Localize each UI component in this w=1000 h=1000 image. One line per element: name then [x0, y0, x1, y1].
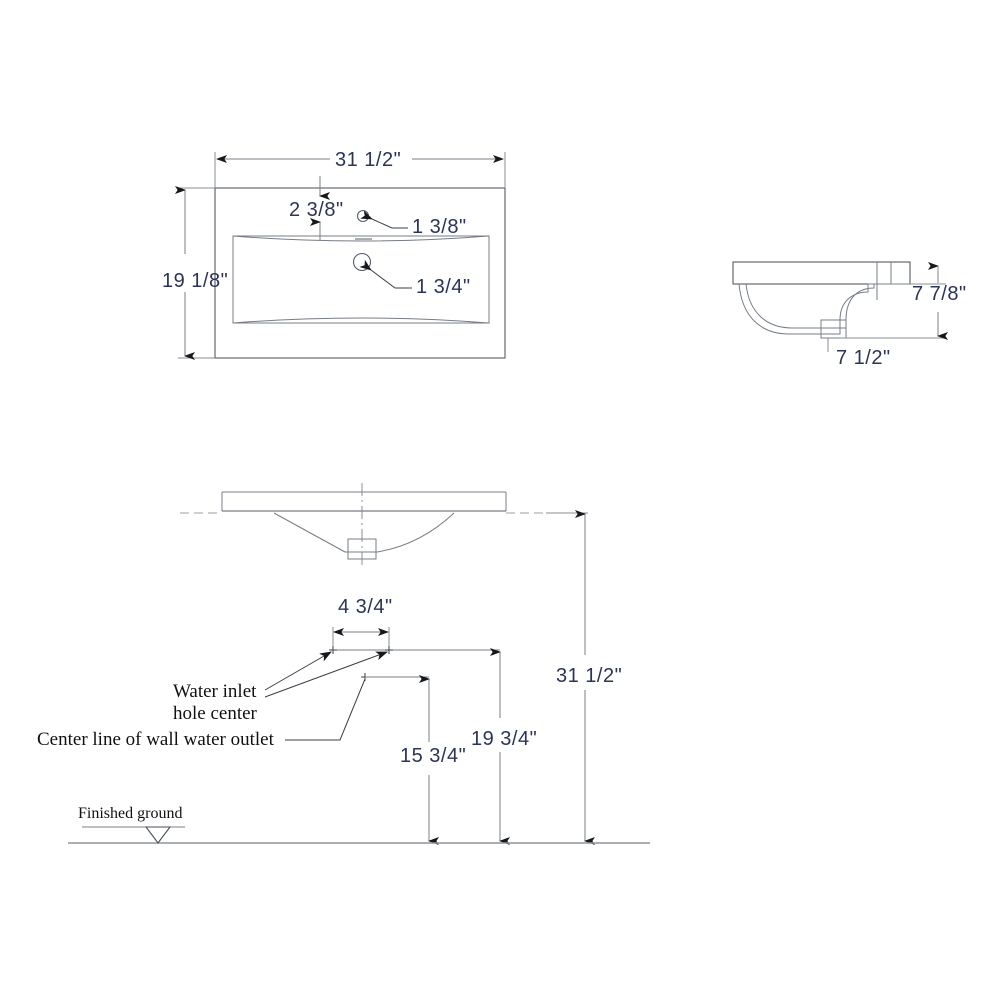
elevation-inlet-height-value: 19 3/4" [471, 728, 537, 750]
side-drain-box [820, 319, 847, 339]
plan-large-hole-value: 1 3/4" [416, 276, 471, 298]
finished-ground-label: Finished ground [78, 805, 182, 822]
plan-view: 31 1/2" 19 1/8" 2 3/8" 1 3/8" 1 3/4" [162, 149, 506, 360]
elevation-wall-outlet-label: Center line of wall water outlet [37, 729, 275, 750]
plan-outer-rectangle [214, 187, 506, 359]
side-bowl-outer-profile [738, 283, 869, 335]
elevation-inlet-cross-left [329, 646, 337, 654]
elevation-overall-height-value: 31 1/2" [556, 665, 622, 687]
elevation-water-inlet-label-line1: Water inlet [173, 681, 257, 702]
elevation-inlet-cross-right [385, 646, 393, 654]
elevation-wall-outlet-height-value: 15 3/4" [400, 745, 466, 767]
plan-large-hole-leader [359, 259, 412, 289]
elevation-wall-outlet-leader [285, 678, 366, 741]
side-depth-value: 7 1/2" [836, 347, 891, 369]
elevation-spacing-value: 4 3/4" [338, 596, 393, 618]
elevation-basin-left-slope [273, 512, 346, 553]
plan-width-value: 31 1/2" [335, 149, 401, 171]
side-slab-band [732, 261, 911, 285]
plan-basin-top-curve [232, 235, 490, 242]
plan-small-faucet-hole [356, 209, 370, 223]
elevation-counter-bracket [221, 491, 507, 511]
side-height-value: 7 7/8" [912, 283, 967, 305]
elevation-water-inlet-label-line2: hole center [173, 703, 258, 724]
plan-depth-value: 19 1/8" [162, 270, 228, 292]
plan-basin-rectangle [232, 235, 490, 324]
plan-small-hole-leader [360, 210, 408, 229]
plan-large-faucet-hole [352, 252, 372, 272]
plan-offset-value: 2 3/8" [289, 199, 344, 221]
plan-basin-bottom-curve [232, 317, 490, 324]
elevation-basin-right-curve [376, 512, 455, 553]
elevation-view: 4 3/4" Water inlet hole center Center li… [37, 483, 650, 845]
elevation-inlet-leader-2 [264, 651, 388, 698]
finished-ground-symbol [144, 826, 172, 844]
side-bowl-inner-profile [745, 283, 875, 329]
plan-small-hole-value: 1 3/8" [412, 216, 467, 238]
elevation-inlet-leader-1 [264, 651, 332, 691]
side-section-view: 7 7/8" 7 1/2" [732, 261, 967, 369]
